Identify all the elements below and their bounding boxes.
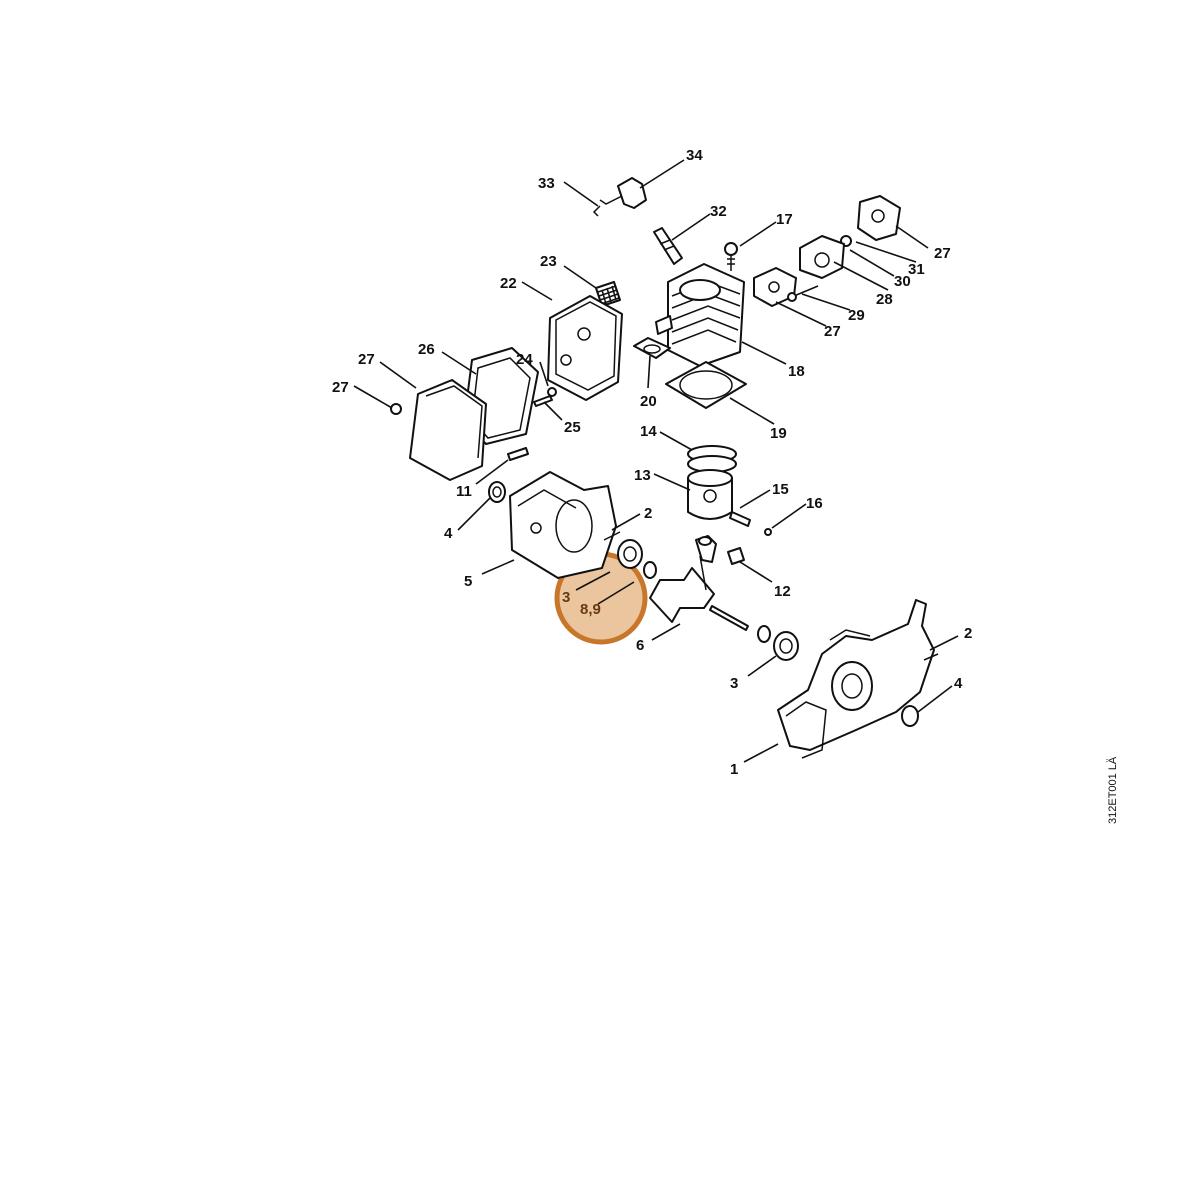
label-part-21[interactable]: 23 (540, 253, 557, 270)
label-part-22[interactable]: 24 (516, 351, 533, 368)
cylinder (655, 263, 745, 367)
label-part-13[interactable]: 14 (640, 423, 657, 440)
label-part-4-lower[interactable]: 4 (954, 675, 963, 692)
bearing-upper (617, 539, 643, 569)
label-part-34[interactable]: 34 (686, 147, 703, 164)
spark-plug-boot (592, 177, 647, 217)
label-part-17[interactable]: 19 (770, 425, 787, 442)
label-part-31[interactable]: 31 (908, 261, 925, 278)
cover-screw (390, 403, 402, 415)
bearing-lower (757, 625, 799, 661)
label-part-2-lower[interactable]: 2 (964, 625, 972, 642)
muffler-screw (533, 387, 557, 407)
spark-plug (653, 227, 683, 265)
crankcase-main (777, 599, 935, 759)
label-part-25[interactable]: 27 (358, 351, 375, 368)
spark-arrestor-screen (595, 281, 621, 307)
stud-2 (603, 531, 621, 541)
label-part-1[interactable]: 1 (730, 761, 738, 778)
piston-pin (729, 511, 751, 527)
label-part-6[interactable]: 6 (636, 637, 644, 654)
muffler-shell (547, 295, 623, 401)
label-part-23[interactable]: 25 (564, 419, 581, 436)
label-part-3-highlighted[interactable]: 3 (562, 589, 570, 606)
oil-seal-right (901, 705, 919, 727)
muffler-cover (409, 379, 487, 481)
label-part-26[interactable]: 27 (332, 379, 349, 396)
leader-lines (353, 159, 959, 763)
callout-labels: 34 33 32 17 27 31 30 28 29 27 18 19 20 2… (332, 147, 972, 778)
label-part-29[interactable]: 29 (848, 307, 865, 324)
piston (687, 469, 733, 520)
shim-upper (643, 561, 657, 579)
label-part-8-9[interactable]: 8,9 (580, 601, 601, 618)
circlip (764, 528, 772, 536)
label-part-20[interactable]: 22 (500, 275, 517, 292)
label-part-32[interactable]: 32 (710, 203, 727, 220)
label-part-24[interactable]: 26 (418, 341, 435, 358)
crankcase-half (509, 471, 617, 579)
label-part-11[interactable]: 12 (774, 583, 791, 600)
label-part-28[interactable]: 28 (876, 291, 893, 308)
label-part-27-upper[interactable]: 27 (934, 245, 951, 262)
label-part-33[interactable]: 33 (538, 175, 555, 192)
label-part-4-upper[interactable]: 4 (444, 525, 453, 542)
label-part-3-lower[interactable]: 3 (730, 675, 738, 692)
screw-18 (724, 242, 738, 271)
label-part-2-upper[interactable]: 2 (644, 505, 652, 522)
image-code: 312ET001 LÄ (1107, 756, 1119, 824)
label-part-12[interactable]: 13 (634, 467, 651, 484)
label-part-18[interactable]: 17 (776, 211, 793, 228)
cylinder-gasket (665, 361, 747, 409)
label-part-14[interactable]: 15 (772, 481, 789, 498)
exhaust-gasket (633, 337, 671, 359)
stud-10 (507, 447, 529, 461)
label-part-27-lower[interactable]: 27 (824, 323, 841, 340)
label-part-16[interactable]: 18 (788, 363, 805, 380)
needle-cage (727, 547, 745, 565)
label-part-5[interactable]: 5 (464, 573, 472, 590)
label-part-10[interactable]: 11 (456, 483, 472, 500)
label-part-30[interactable]: 30 (894, 273, 911, 290)
piston-rings (687, 445, 737, 473)
intake-stack (753, 195, 901, 307)
dowel-pin (923, 653, 939, 661)
oil-seal-left (488, 481, 506, 503)
label-part-19[interactable]: 20 (640, 393, 657, 410)
label-part-15[interactable]: 16 (806, 495, 823, 512)
crankshaft (649, 535, 749, 631)
